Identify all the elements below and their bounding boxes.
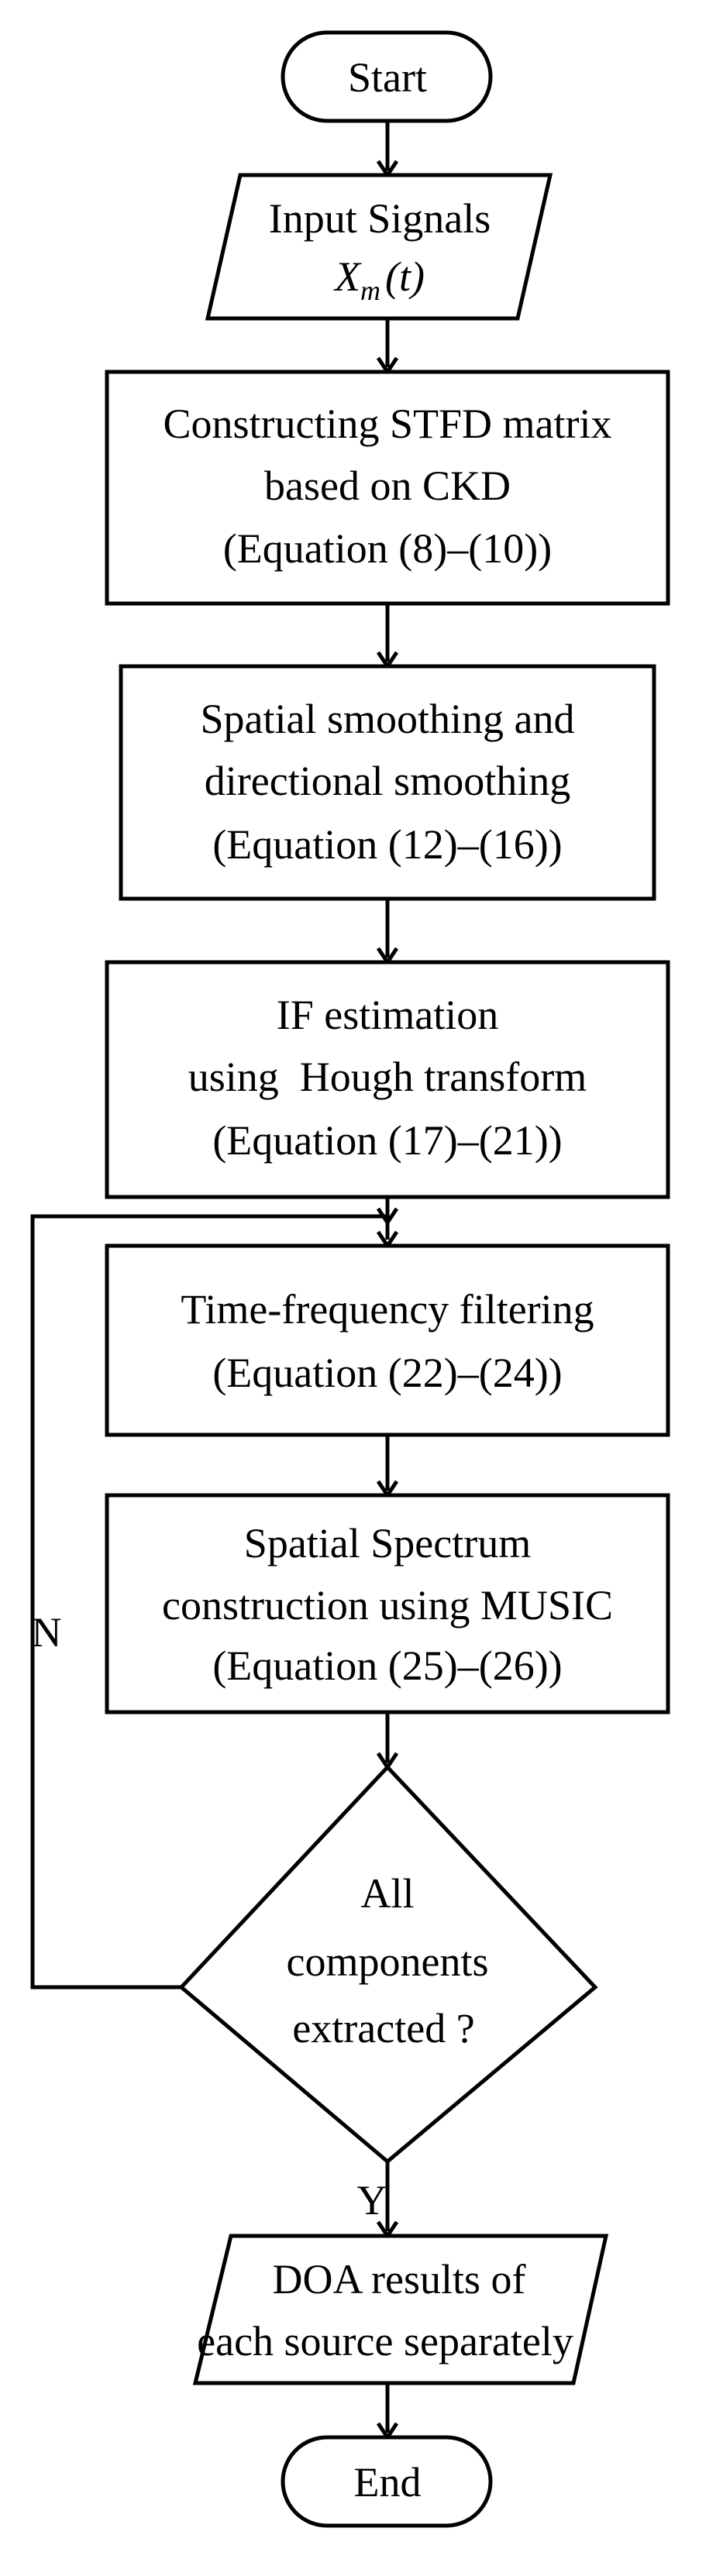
music-line1: Spatial Spectrum xyxy=(244,1520,531,1567)
smoothing-line1: Spatial smoothing and xyxy=(201,696,575,742)
stfd-process-box: Constructing STFD matrix based on CKD (E… xyxy=(105,370,670,606)
loop-back-line xyxy=(30,1214,387,1990)
if-line3: (Equation (17)–(21)) xyxy=(212,1117,562,1164)
input-signals-parallelogram: Input Signals Xm(t) xyxy=(205,173,553,321)
if-line1: IF estimation xyxy=(277,992,498,1038)
input-math: Xm(t) xyxy=(333,253,425,306)
music-line2: construction using MUSIC xyxy=(162,1582,613,1628)
input-math-rest: (t) xyxy=(385,253,425,300)
stfd-line1: Constructing STFD matrix xyxy=(164,401,612,447)
yes-branch-label: Y xyxy=(357,2177,387,2223)
decision-diamond: All components extracted ? xyxy=(178,1764,598,2165)
filter-line2: (Equation (22)–(24)) xyxy=(212,1350,562,1396)
arrowhead-loop-join xyxy=(376,1207,399,1226)
input-math-base: X xyxy=(333,253,362,300)
doa-line1: DOA results of xyxy=(273,2256,526,2303)
if-line2: using Hough transform xyxy=(188,1054,587,1100)
music-line3: (Equation (25)–(26)) xyxy=(212,1642,562,1689)
no-branch-label: N xyxy=(32,1609,62,1656)
doa-line2: each source separately xyxy=(197,2318,573,2364)
start-label: Start xyxy=(348,54,427,101)
decision-line2: components xyxy=(287,1938,489,1985)
doa-results-parallelogram: DOA results of each source separately xyxy=(192,2234,609,2385)
smoothing-line2: directional smoothing xyxy=(205,758,570,804)
start-terminal: Start xyxy=(281,30,493,123)
decision-line3: extracted ? xyxy=(292,2005,474,2052)
end-terminal: End xyxy=(281,2435,493,2528)
smoothing-process-box: Spatial smoothing and directional smooth… xyxy=(119,664,656,901)
tf-filtering-process-box: Time-frequency filtering (Equation (22)–… xyxy=(105,1243,670,1437)
stfd-line2: based on CKD xyxy=(264,463,511,509)
stfd-line3: (Equation (8)–(10)) xyxy=(223,525,552,572)
music-process-box: Spatial Spectrum construction using MUSI… xyxy=(105,1493,670,1714)
smoothing-line3: (Equation (12)–(16)) xyxy=(212,821,562,868)
end-label: End xyxy=(354,2459,422,2505)
filter-line1: Time-frequency filtering xyxy=(181,1286,594,1333)
input-label: Input Signals xyxy=(269,195,491,242)
input-math-sub: m xyxy=(360,275,380,306)
if-estimation-process-box: IF estimation using Hough transform (Equ… xyxy=(105,960,670,1199)
decision-line1: All xyxy=(360,1870,414,1917)
